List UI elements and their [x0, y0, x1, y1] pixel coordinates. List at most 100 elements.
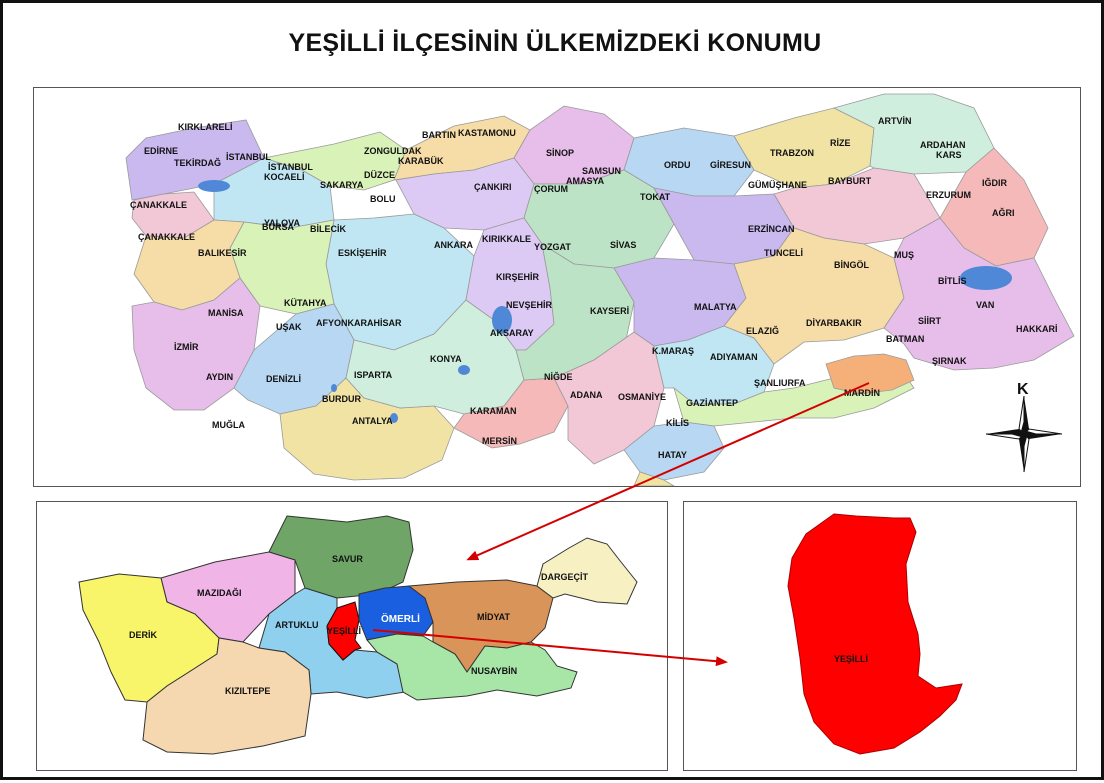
map-title: YEŞİLLİ İLÇESİNİN ÜLKEMİZDEKİ KONUMU: [288, 29, 822, 57]
province-label: ŞANLIURFA: [754, 378, 806, 388]
province-label: BALIKESİR: [198, 248, 247, 258]
province-label: VAN: [976, 300, 994, 310]
province-label: BOLU: [370, 194, 396, 204]
province-region: [883, 217, 1075, 371]
province-label: ORDU: [664, 160, 691, 170]
label-kiziltepe: KIZILTEPE: [225, 686, 270, 696]
lake: [492, 306, 512, 334]
province-label: ÇANAKKALE: [130, 200, 187, 210]
province-label: MARDİN: [844, 388, 880, 398]
province-label: DENİZLİ: [266, 374, 301, 384]
label-nusaybin: NUSAYBİN: [471, 666, 517, 676]
province-label: İZMİR: [174, 342, 199, 352]
district-dargecit: [536, 537, 638, 605]
province-label: TEKİRDAĞ: [174, 157, 221, 168]
province-label: GİRESUN: [710, 160, 751, 170]
label-savur: SAVUR: [332, 554, 363, 564]
province-label: RİZE: [830, 138, 851, 148]
province-label: ÇORUM: [534, 184, 568, 194]
province-label: EDİRNE: [144, 146, 178, 156]
district-omerli: [358, 585, 434, 641]
province-label: ERZURUM: [926, 190, 971, 200]
province-label: HATAY: [658, 450, 687, 460]
province-label: KASTAMONU: [458, 128, 516, 138]
label-dargecit: DARGEÇİT: [541, 572, 589, 582]
province-label: AMASYA: [566, 176, 605, 186]
province-label: OSMANİYE: [618, 392, 666, 402]
province-label: SAKARYA: [320, 180, 364, 190]
province-label: SİNOP: [546, 148, 574, 158]
province-label: ANKARA: [434, 240, 473, 250]
turkey-lakes: [198, 180, 1012, 423]
province-label: KÜTAHYA: [284, 298, 327, 308]
province-label: BARTIN: [422, 130, 456, 140]
lake: [960, 266, 1012, 290]
province-label: KIRKLARELİ: [178, 122, 233, 132]
province-label: DİYARBAKIR: [806, 318, 862, 328]
province-label: KARS: [936, 150, 962, 160]
province-label: KAYSERİ: [590, 306, 629, 316]
compass-rose-icon: [985, 395, 1063, 473]
province-label: GÜMÜŞHANE: [748, 180, 807, 190]
province-label: YOZGAT: [534, 242, 571, 252]
lake: [331, 384, 337, 392]
yesilli-detail-shape: [787, 513, 963, 755]
province-label: MERSİN: [482, 436, 517, 446]
mardin-map: SAVUR MAZIDAĞI DERİK ARTUKLU YEŞİLLİ ÖME…: [78, 515, 638, 755]
yesilli-map-panel: YEŞİLLİ: [683, 501, 1077, 771]
province-label: BAYBURT: [828, 176, 872, 186]
province-label: SAMSUN: [582, 166, 621, 176]
lake: [390, 413, 398, 423]
province-label: ESKİŞEHİR: [338, 248, 387, 258]
province-label: BİTLİS: [938, 276, 967, 286]
province-label: TUNCELİ: [764, 248, 803, 258]
province-label: KİLİS: [666, 418, 689, 428]
province-label: MUĞLA: [212, 419, 245, 430]
province-label: TRABZON: [770, 148, 814, 158]
yesilli-map: YEŞİLLİ: [787, 513, 963, 755]
province-label: AYDIN: [206, 372, 233, 382]
province-label: ARTVİN: [878, 116, 912, 126]
province-label: ARDAHAN: [920, 140, 966, 150]
province-label: UŞAK: [276, 322, 302, 332]
province-label: BURSA: [262, 222, 295, 232]
province-label: AĞRI: [992, 207, 1015, 218]
province-label: NİĞDE: [544, 371, 573, 382]
province-label: HAKKARİ: [1016, 324, 1058, 334]
province-label: ELAZIĞ: [746, 325, 779, 336]
turkey-provinces: [125, 93, 1075, 486]
province-label: ADANA: [570, 390, 603, 400]
province-label: ZONGULDAK: [364, 146, 422, 156]
province-label: BİLECİK: [310, 224, 347, 234]
province-label: KOCAELİ: [264, 172, 305, 182]
province-label: KARAMAN: [470, 406, 517, 416]
province-label: YALOVA: [264, 218, 301, 228]
province-label: BURDUR: [322, 394, 361, 404]
province-label: KARABÜK: [398, 156, 444, 166]
province-label: ISPARTA: [354, 370, 393, 380]
province-label: MALATYA: [694, 302, 737, 312]
province-label: ADIYAMAN: [710, 352, 758, 362]
province-label: İSTANBUL: [226, 152, 271, 162]
label-yesilli-detail: YEŞİLLİ: [834, 654, 868, 664]
label-yesilli: YEŞİLLİ: [327, 626, 361, 636]
province-label: K.MARAŞ: [652, 346, 694, 356]
province-label: MANİSA: [208, 308, 244, 318]
lake: [198, 180, 230, 192]
province-label: AFYONKARAHİSAR: [316, 318, 402, 328]
province-label: KIRŞEHİR: [496, 272, 540, 282]
north-label: K: [1017, 381, 1029, 398]
province-label: ERZİNCAN: [748, 224, 795, 234]
province-label: NEVŞEHİR: [506, 300, 553, 310]
province-label: IĞDIR: [982, 177, 1008, 188]
province-label: KIRIKKALE: [482, 234, 531, 244]
province-label: GAZİANTEP: [686, 398, 738, 408]
province-label: SİVAS: [610, 240, 636, 250]
district-yesilli: [326, 601, 362, 661]
province-label: İSTANBUL: [268, 162, 313, 172]
label-derik: DERİK: [129, 630, 158, 640]
